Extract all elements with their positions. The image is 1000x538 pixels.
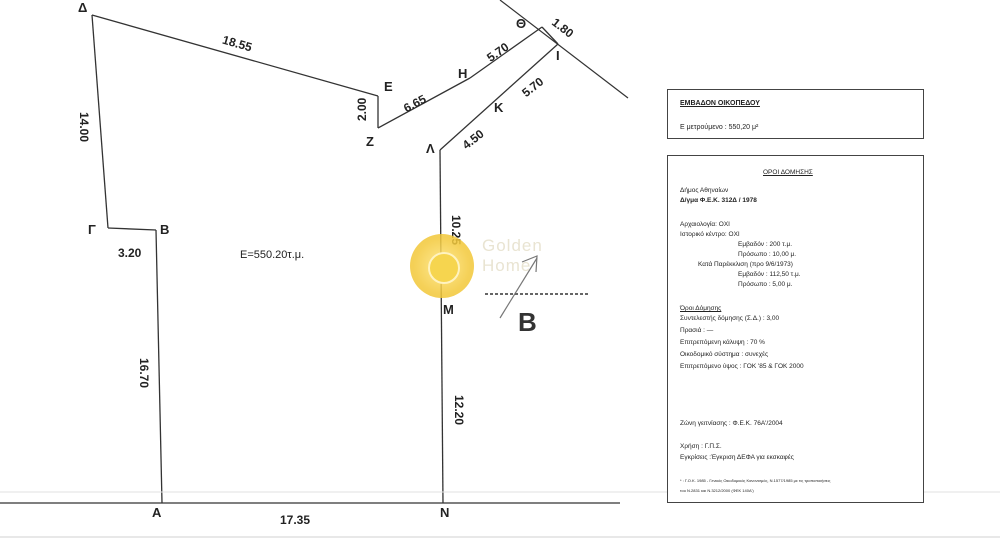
terms-min-area: Εμβαδόν : 200 τ.μ. — [738, 241, 793, 248]
dim-zeta-epsilon: 2.00 — [355, 97, 369, 121]
terms-subtitle: Όροι Δόμησης — [680, 305, 722, 312]
north-arrow: B — [485, 255, 590, 337]
north-arrow-label: B — [518, 307, 537, 337]
vertex-alpha: Α — [152, 505, 162, 520]
terms-historic: Ιστορικό κέντρο: ΟΧΙ — [680, 231, 740, 238]
dim-iota-theta: 1.80 — [549, 15, 576, 41]
building-terms-box: ΟΡΟΙ ΔΟΜΗΣΗΣ Δήμος Αθηναίων Δ/γμα Φ.Ε.Κ.… — [667, 155, 924, 503]
vertex-epsilon: Ε — [384, 79, 393, 94]
terms-exception: Κατά Παρέκκλιση (προ 9/6/1973) — [698, 261, 793, 268]
vertex-mu: Μ — [443, 302, 454, 317]
terms-exc-area: Εμβαδόν : 112,50 τ.μ. — [738, 271, 801, 278]
terms-coverage: Επιτρεπόμενη κάλυψη : 70 % — [680, 339, 765, 346]
terms-title: ΟΡΟΙ ΔΟΜΗΣΗΣ — [763, 169, 813, 176]
watermark-line1: Golden — [482, 236, 543, 255]
vertex-gamma: Γ — [88, 222, 96, 237]
terms-municipality: Δήμος Αθηναίων — [680, 187, 729, 194]
vertex-lambda: Λ — [426, 141, 435, 156]
watermark-text: Golden Home — [482, 236, 543, 276]
dim-gamma-beta: 3.20 — [118, 246, 142, 260]
terms-use: Χρήση : Γ.Π.Σ. — [680, 443, 722, 450]
plot-area-row: Ε μετρούμενο : 550,20 μ² — [680, 124, 759, 131]
dim-eta-zeta: 6.65 — [401, 92, 428, 115]
terms-front: Πρασιά : — — [680, 327, 714, 334]
terms-footnote-1: * : Γ.Ο.Κ. 1985 - Γενικός Οικοδομικός Κα… — [680, 478, 831, 483]
watermark-logo-inner — [428, 252, 460, 284]
terms-listed: Αρχαιολογία: ΟΧΙ — [680, 221, 730, 228]
dim-theta-eta: 5.70 — [484, 40, 511, 65]
terms-zone: Ζώνη γειτνίασης : Φ.Ε.Κ. 76Α'/2004 — [680, 420, 783, 427]
road-line — [499, 0, 629, 99]
vertex-kappa: Κ — [494, 100, 504, 115]
terms-approval: Εγκρίσεις :Έγκριση ΔΕΦΑ για εκσκαφές — [680, 454, 794, 461]
dim-beta-alpha: 16.70 — [137, 358, 151, 388]
terms-footnote-2: του Ν.2831 και Ν.3212/2000 (ΦΕΚ 140Α') — [680, 488, 754, 493]
dim-lambda-kappa: 4.50 — [460, 127, 487, 153]
dim-delta-gamma: 14.00 — [77, 112, 91, 142]
watermark-line2: Home — [482, 256, 532, 275]
plot-area-label: E=550.20τ.μ. — [240, 249, 304, 261]
vertex-iota: Ι — [556, 48, 560, 63]
plot-edges — [91, 14, 559, 504]
terms-exc-front: Πρόσωπο : 5,00 μ. — [738, 281, 793, 288]
plot-area-title: ΕΜΒΑΔΟΝ ΟΙΚΟΠΕΔΟΥ — [680, 100, 760, 107]
terms-height: Επιτρεπόμενο ύψος : ΓΟΚ '85 & ΓΟΚ 2000 — [680, 363, 804, 370]
terms-gazette: Δ/γμα Φ.Ε.Κ. 312Δ / 1978 — [680, 197, 757, 204]
vertex-theta: Θ — [516, 16, 526, 31]
vertex-eta: Η — [458, 66, 467, 81]
terms-system: Οικοδομικό σύστημα : συνεχές — [680, 351, 769, 358]
dim-alpha-nu: 17.35 — [280, 513, 310, 527]
dim-nu-mu: 12.20 — [452, 395, 466, 425]
vertex-beta: Β — [160, 222, 169, 237]
dim-kappa-iota: 5.70 — [519, 74, 546, 100]
vertex-zeta: Ζ — [366, 134, 374, 149]
vertex-delta: Δ — [78, 0, 87, 15]
terms-ratio: Συντελεστής δόμησης (Σ.Δ.) : 3,00 — [680, 315, 780, 322]
terms-min-front: Πρόσωπο : 10,00 μ. — [738, 251, 797, 258]
plot-area-box: ΕΜΒΑΔΟΝ ΟΙΚΟΠΕΔΟΥ Ε μετρούμενο : 550,20 … — [667, 89, 924, 139]
dim-delta-epsilon: 18.55 — [221, 33, 254, 55]
vertex-nu: Ν — [440, 505, 449, 520]
